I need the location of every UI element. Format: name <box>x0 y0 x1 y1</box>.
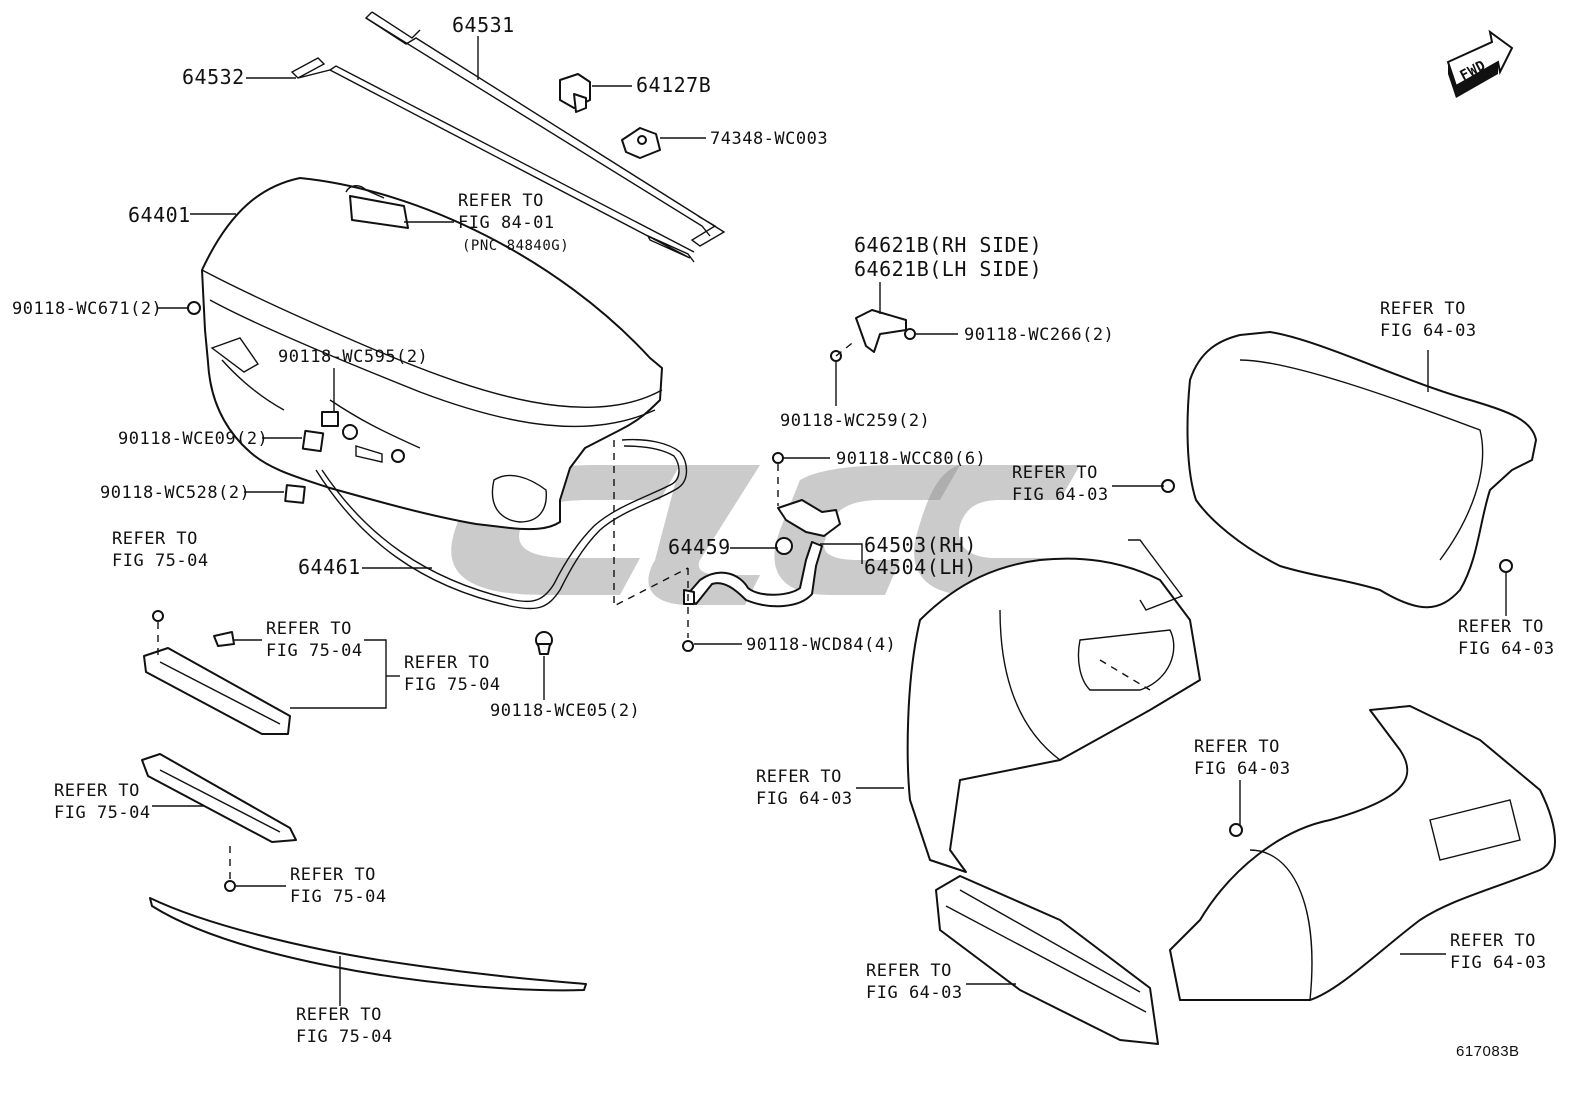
trunk-lid-64401 <box>187 177 663 531</box>
clip-74348-shape <box>621 127 661 159</box>
refer-64-03-f-line2: FIG 64-03 <box>1450 953 1547 973</box>
label-90118-wc671: 90118-WC671(2) <box>12 299 162 319</box>
refer-75-04-c-line1: REFER TO <box>404 653 490 673</box>
refer-75-04-c-line2: FIG 75-04 <box>404 675 501 695</box>
fwd-arrow-icon: FWD <box>1446 29 1514 98</box>
refer-64-03-e-line1: REFER TO <box>1194 737 1280 757</box>
refer-64-03-a-line1: REFER TO <box>1012 463 1098 483</box>
watermark-logo <box>451 465 1080 605</box>
refer-75-04-f-line1: REFER TO <box>296 1005 382 1025</box>
refer-84-01-line2: FIG 84-01 <box>458 213 555 233</box>
label-90118-wc528: 90118-WC528(2) <box>100 483 250 503</box>
torsion-bar-64531 <box>364 11 726 247</box>
spoiler-strip <box>149 897 587 992</box>
label-90118-wc259: 90118-WC259(2) <box>780 411 930 431</box>
refer-64-03-e-line2: FIG 64-03 <box>1194 759 1291 779</box>
refer-64-03-g-line2: FIG 64-03 <box>866 983 963 1003</box>
refer-75-04-b-line1: REFER TO <box>266 619 352 639</box>
label-74348-wc003: 74348-WC003 <box>710 129 828 149</box>
figure-code: 617083B <box>1456 1043 1520 1060</box>
refer-64-03-f-line1: REFER TO <box>1450 931 1536 951</box>
label-90118-wce05: 90118-WCE05(2) <box>490 701 640 721</box>
torsion-bar-64532 <box>290 57 695 263</box>
refer-64-03-c-line2: FIG 64-03 <box>1458 639 1555 659</box>
dashed-guides <box>157 339 1151 880</box>
label-64127b: 64127B <box>636 73 711 97</box>
trunk-lid-trim-panel <box>1161 331 1537 609</box>
refer-75-04-b-line2: FIG 75-04 <box>266 641 363 661</box>
refer-75-04-d-line1: REFER TO <box>54 781 140 801</box>
refer-75-04-d-line2: FIG 75-04 <box>54 803 151 823</box>
label-64621b-lh: 64621B(LH SIDE) <box>854 257 1042 281</box>
refer-64-03-d-line1: REFER TO <box>756 767 842 787</box>
refer-75-04-f-line2: FIG 75-04 <box>296 1027 393 1047</box>
label-64503-rh: 64503(RH) <box>864 533 977 557</box>
trunk-side-trim-lh <box>906 539 1201 873</box>
refer-64-03-g-line1: REFER TO <box>866 961 952 981</box>
label-90118-wce09: 90118-WCE09(2) <box>118 429 268 449</box>
refer-84-01-line3: (PNC 84840G) <box>462 238 569 254</box>
label-64504-lh: 64504(LH) <box>864 555 977 579</box>
hinge-64503-64504 <box>682 309 916 652</box>
refer-84-01-line1: REFER TO <box>458 191 544 211</box>
label-90118-wc595: 90118-WC595(2) <box>278 347 428 367</box>
label-64532: 64532 <box>182 65 245 89</box>
refer-75-04-e-line1: REFER TO <box>290 865 376 885</box>
label-64461: 64461 <box>298 555 361 579</box>
license-garnish-upper <box>143 610 291 735</box>
weatherstrip-64461 <box>315 438 688 655</box>
leader-lines <box>152 36 1507 1006</box>
label-64459: 64459 <box>668 535 731 559</box>
refer-64-03-a-line2: FIG 64-03 <box>1012 485 1109 505</box>
label-90118-wc266: 90118-WC266(2) <box>964 325 1114 345</box>
callout-labels: 64531 64532 64127B 74348-WC003 64401 REF… <box>12 13 1555 1060</box>
refer-75-04-a-line2: FIG 75-04 <box>112 551 209 571</box>
label-64621b-rh: 64621B(RH SIDE) <box>854 233 1042 257</box>
refer-64-03-b-line2: FIG 64-03 <box>1380 321 1477 341</box>
refer-64-03-b-line1: REFER TO <box>1380 299 1466 319</box>
rear-sill-plate <box>935 875 1159 1045</box>
refer-75-04-a-line1: REFER TO <box>112 529 198 549</box>
bracket-64127b-shape <box>559 73 591 113</box>
label-90118-wcd84: 90118-WCD84(4) <box>746 635 896 655</box>
license-garnish-lower <box>141 753 297 892</box>
label-90118-wcc80: 90118-WCC80(6) <box>836 449 986 469</box>
refer-64-03-c-line1: REFER TO <box>1458 617 1544 637</box>
label-64401: 64401 <box>128 203 191 227</box>
trunk-side-trim-rh <box>1169 705 1556 1001</box>
label-64531: 64531 <box>452 13 515 37</box>
refer-64-03-d-line2: FIG 64-03 <box>756 789 853 809</box>
refer-75-04-e-line2: FIG 75-04 <box>290 887 387 907</box>
